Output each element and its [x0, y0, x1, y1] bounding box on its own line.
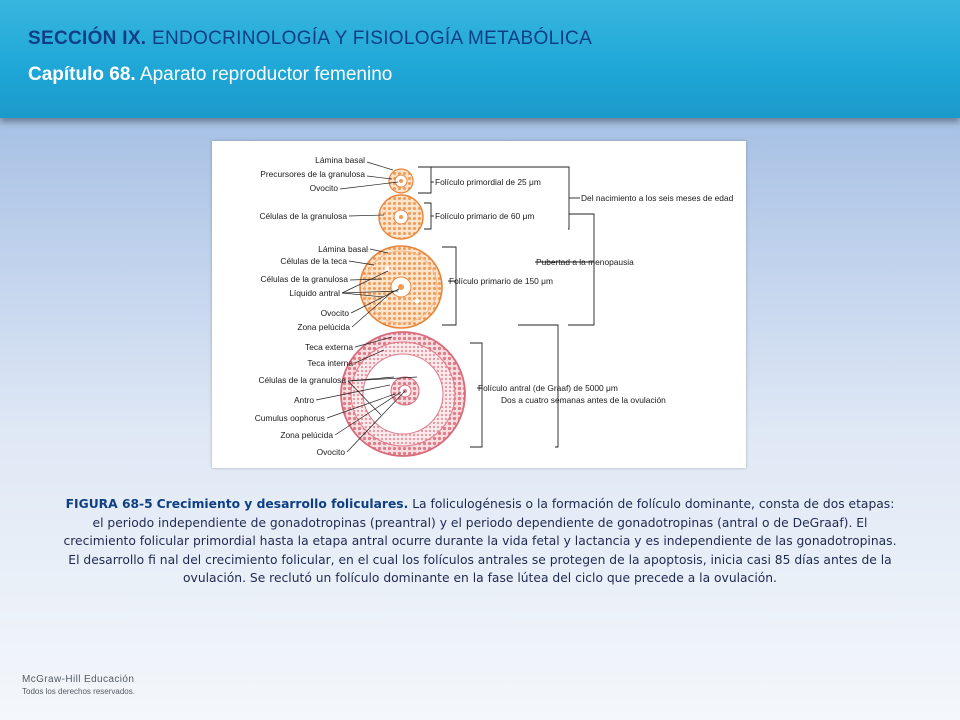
primordial-follicle	[388, 168, 414, 194]
label-zona-pelucida-2: Zona pelúcida	[280, 430, 333, 440]
slide-header: SECCIÓN IX. ENDOCRINOLOGÍA Y FISIOLOGÍA …	[0, 0, 960, 118]
follicle-diagram-svg: Lámina basal Precursores de la granulosa…	[255, 155, 734, 457]
stage-nacimiento: Del nacimiento a los seis meses de edad	[581, 193, 734, 203]
label-celulas-granulosa-2: Células de la granulosa	[260, 274, 348, 284]
antral-follicle	[340, 331, 466, 457]
stage-primordial: Folículo primordial de 25 μm	[435, 177, 541, 187]
label-ovocito-3: Ovocito	[317, 447, 346, 457]
section-heading: SECCIÓN IX. ENDOCRINOLOGÍA Y FISIOLOGÍA …	[28, 28, 592, 50]
label-cumulus-oophorus: Cumulus oophorus	[255, 413, 325, 423]
rights-notice: Todos los derechos reservados.	[22, 687, 135, 696]
stage-primario-150: Folículo primario de 150 μm	[449, 276, 553, 286]
primary-follicle-60	[378, 194, 424, 240]
label-antro: Antro	[294, 395, 314, 405]
chapter-title: Aparato reproductor femenino	[139, 64, 393, 85]
stage-antral: Folículo antral (de Graaf) de 5000 μm	[478, 383, 618, 393]
label-lamina-basal-2: Lámina basal	[318, 244, 368, 254]
stage-dos-cuatro: Dos a cuatro semanas antes de la ovulaci…	[501, 395, 666, 405]
figure-caption: FIGURA 68-5 Crecimiento y desarrollo fol…	[60, 495, 900, 588]
label-liquido-antral: Líquido antral	[289, 288, 340, 298]
chapter-heading: Capítulo 68. Aparato reproductor femenin…	[28, 64, 392, 86]
section-label: SECCIÓN IX.	[28, 28, 147, 49]
label-precursores-granulosa: Precursores de la granulosa	[260, 169, 365, 179]
caption-text: La foliculogénesis o la formación de fol…	[63, 497, 897, 586]
chapter-label: Capítulo 68.	[28, 64, 136, 85]
caption-figure-title: Crecimiento y desarrollo foliculares.	[156, 497, 409, 511]
label-teca-interna: Teca interna	[307, 358, 353, 368]
label-teca-externa: Teca externa	[305, 342, 353, 352]
slide-footer: McGraw-Hill Educación Todos los derechos…	[22, 674, 135, 696]
label-celulas-granulosa-3: Células de la granulosa	[258, 375, 346, 385]
primary-follicle-150	[359, 245, 443, 329]
stage-primario-60: Folículo primario de 60 μm	[435, 211, 534, 221]
label-ovocito-1: Ovocito	[310, 183, 339, 193]
caption-figure-id: FIGURA 68-5	[65, 497, 153, 511]
label-zona-pelucida-1: Zona pelúcida	[297, 322, 350, 332]
label-celulas-granulosa-1: Células de la granulosa	[259, 211, 347, 221]
label-celulas-teca: Células de la teca	[280, 256, 347, 266]
section-title: ENDOCRINOLOGÍA Y FISIOLOGÍA METABÓLICA	[151, 28, 593, 49]
label-ovocito-2: Ovocito	[321, 308, 350, 318]
stage-pubertad: Pubertad a la menopausia	[536, 257, 634, 267]
publisher-name: McGraw-Hill Educación	[22, 674, 135, 685]
label-lamina-basal-1: Lámina basal	[315, 155, 365, 165]
follicle-diagram: Lámina basal Precursores de la granulosa…	[212, 141, 746, 468]
